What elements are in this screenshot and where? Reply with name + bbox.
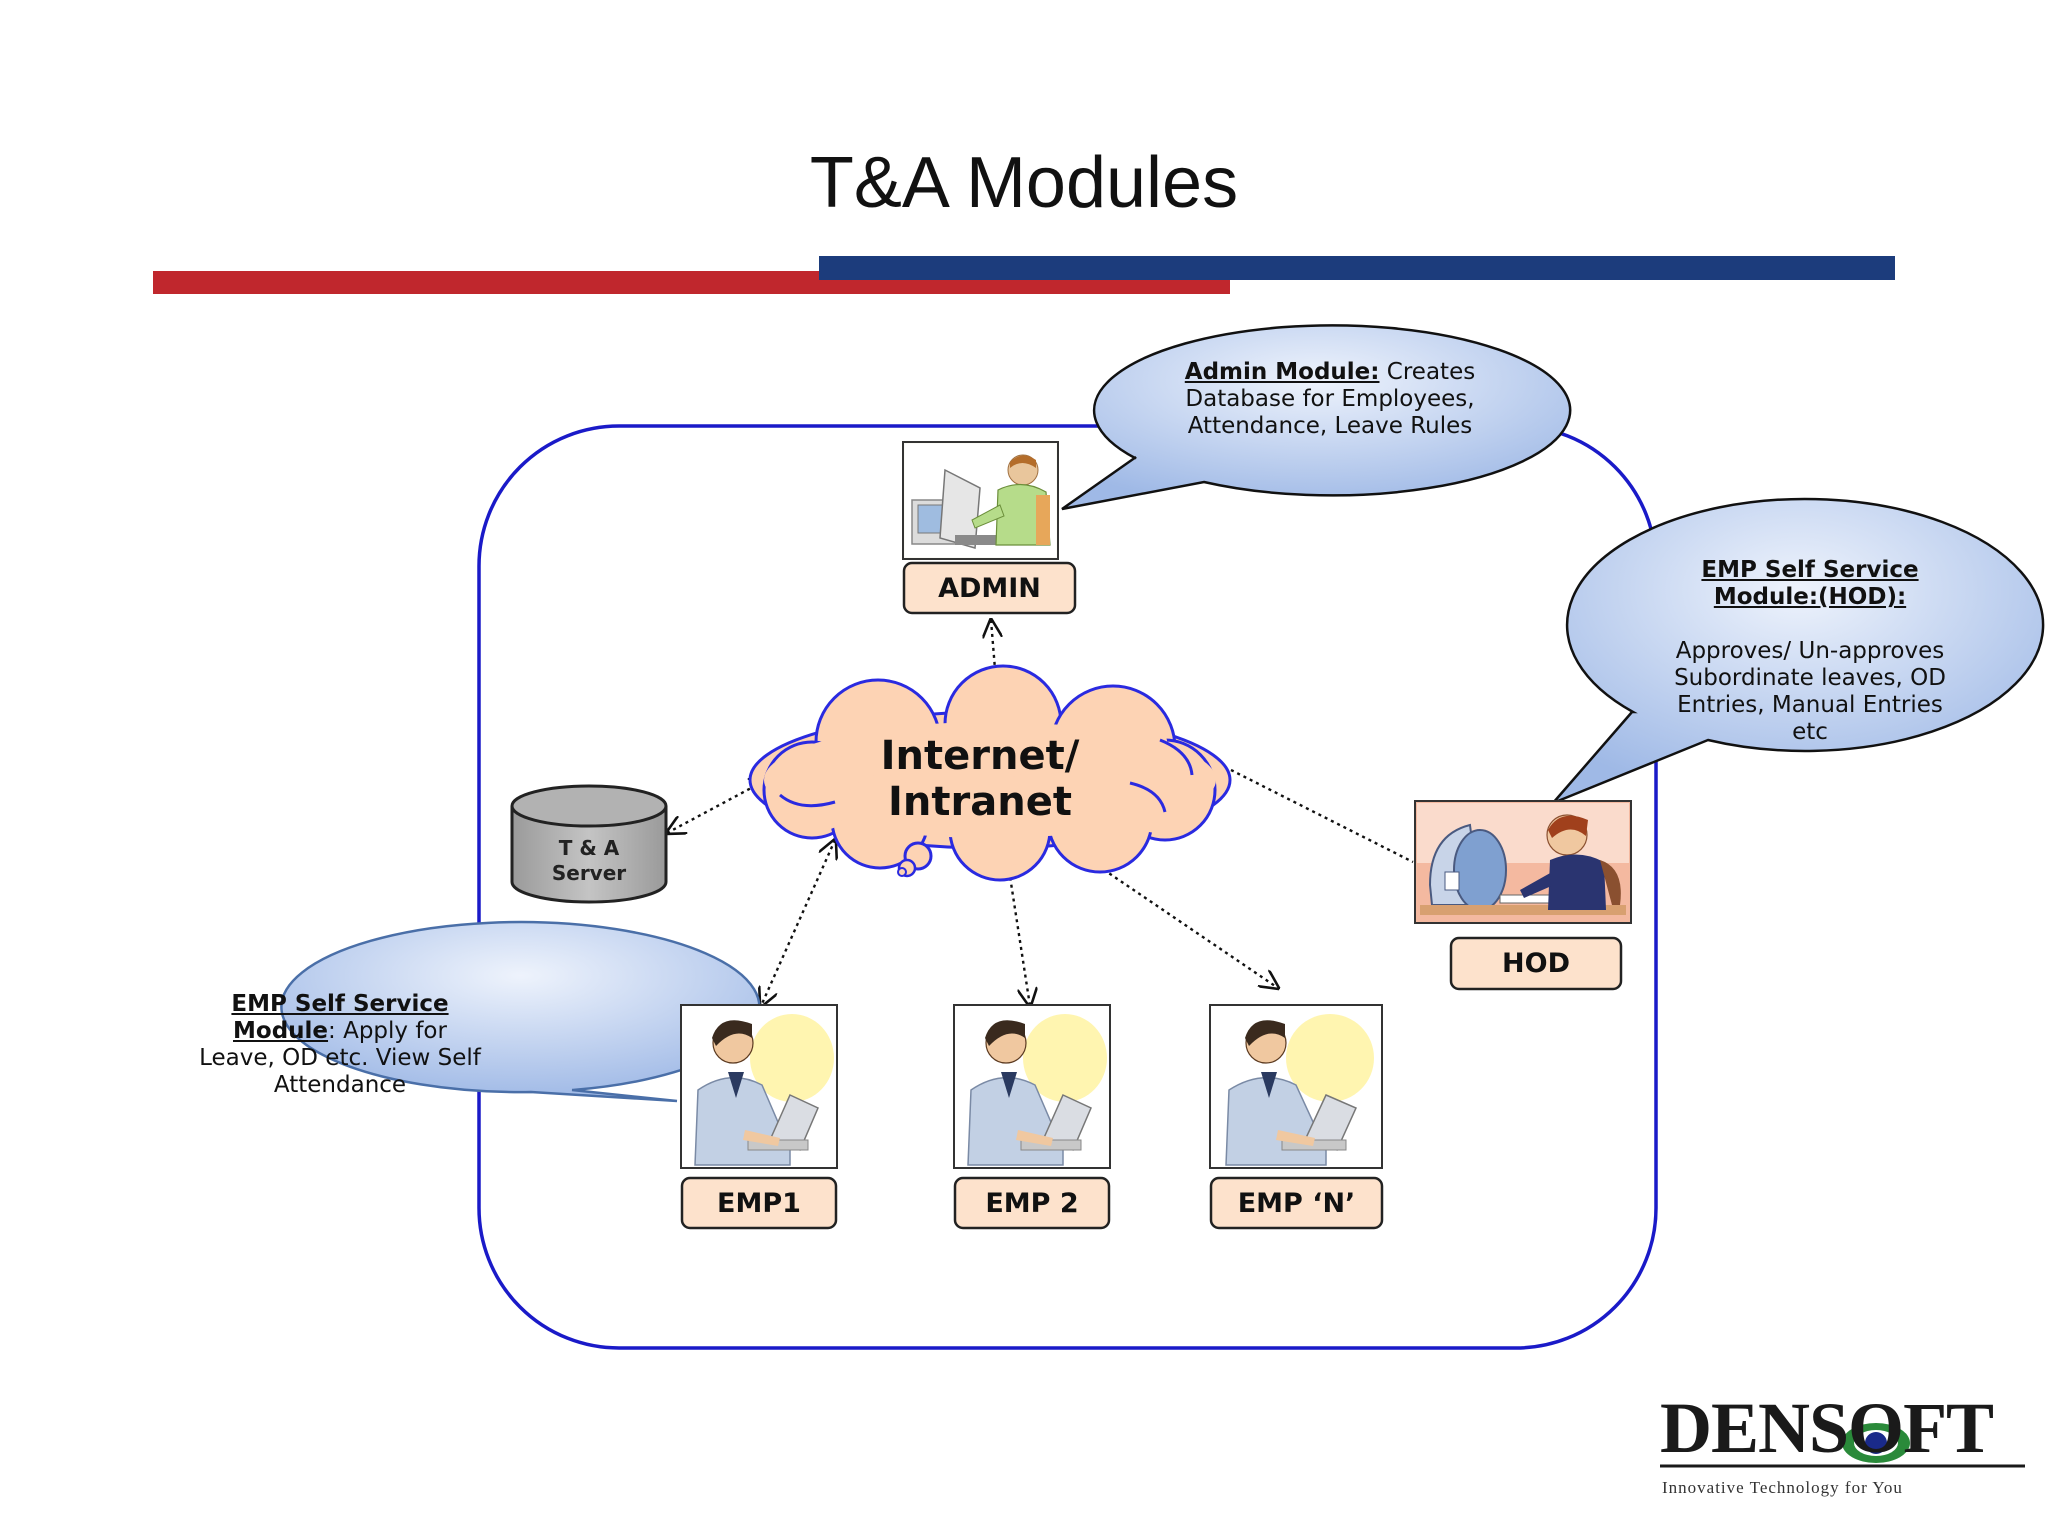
slide-title: T&A Modules	[809, 143, 1239, 223]
server-cylinder	[510, 784, 668, 904]
admin-callout-shape	[1061, 324, 1572, 511]
hod-callout-line2: Subordinate leaves, OD	[1674, 665, 1946, 691]
cloud-label-line1: Internet/	[880, 733, 1080, 779]
admin-callout-line3: Attendance, Leave Rules	[1187, 413, 1473, 439]
admin-callout-heading: Admin Module:	[1184, 359, 1380, 385]
emp-callout-line1: : Apply for	[328, 1018, 447, 1044]
hod-callout-shape	[1552, 497, 2045, 805]
empn-label-box	[1209, 1176, 1384, 1230]
connector-hod-cloud	[1230, 768, 1414, 864]
server-label-line1: T & A	[558, 836, 620, 860]
emp2-label-box	[953, 1176, 1111, 1230]
admin-callout-line2: Database for Employees,	[1185, 386, 1475, 412]
admin-label: ADMIN	[938, 572, 1041, 604]
hod-callout-text: EMP Self Service Module:(HOD): Approves/…	[1590, 557, 2030, 746]
hod-label: HOD	[1502, 948, 1570, 979]
hod-callout-line4: etc	[1792, 719, 1828, 745]
connector-server-cloud	[667, 779, 768, 833]
admin-callout-line1: Creates	[1379, 359, 1476, 385]
admin-label-box	[902, 561, 1077, 615]
admin-figure	[902, 441, 1059, 560]
admin-callout-text: Admin Module: Creates Database for Emplo…	[1110, 359, 1550, 440]
hod-callout-heading2: Module:(HOD):	[1713, 584, 1907, 610]
emp1-label-box	[680, 1176, 838, 1230]
connector-emp1-cloud	[761, 840, 835, 1006]
emp1-figure	[680, 1004, 838, 1169]
company-logo-name: DENSOFT	[1660, 1388, 1994, 1468]
hod-callout-line3: Entries, Manual Entries	[1677, 692, 1943, 718]
emp2-figure	[953, 1004, 1111, 1169]
emp-callout-text: EMP Self Service Module: Apply for Leave…	[150, 991, 530, 1099]
logo-eye	[1842, 1423, 1910, 1463]
hod-callout-line1: Approves/ Un-approves	[1675, 638, 1945, 664]
emp-callout-heading2: Module	[233, 1018, 329, 1044]
cloud-label-line2: Intranet	[888, 779, 1072, 825]
title-bar-navy	[819, 256, 1895, 280]
company-logo-tagline: Innovative Technology for You	[1662, 1478, 1903, 1497]
emp2-label: EMP 2	[985, 1187, 1079, 1219]
network-boundary	[477, 424, 1658, 1350]
hod-label-box	[1449, 936, 1623, 991]
emp-callout-heading1: EMP Self Service	[231, 991, 449, 1017]
emp-callout-line2: Leave, OD etc. View Self	[199, 1045, 481, 1071]
empn-label: EMP ‘N’	[1237, 1187, 1356, 1219]
cloud-label: Internet/ Intranet	[830, 733, 1130, 825]
hod-callout-heading1: EMP Self Service	[1701, 557, 1919, 583]
server-label-line2: Server	[551, 861, 627, 885]
emp-callout-line3: Attendance	[273, 1072, 407, 1098]
server-label: T & A Server	[519, 836, 659, 886]
internet-cloud	[748, 664, 1232, 882]
emp1-label: EMP1	[717, 1187, 801, 1219]
hod-figure	[1414, 800, 1632, 924]
empn-figure	[1209, 1004, 1383, 1169]
